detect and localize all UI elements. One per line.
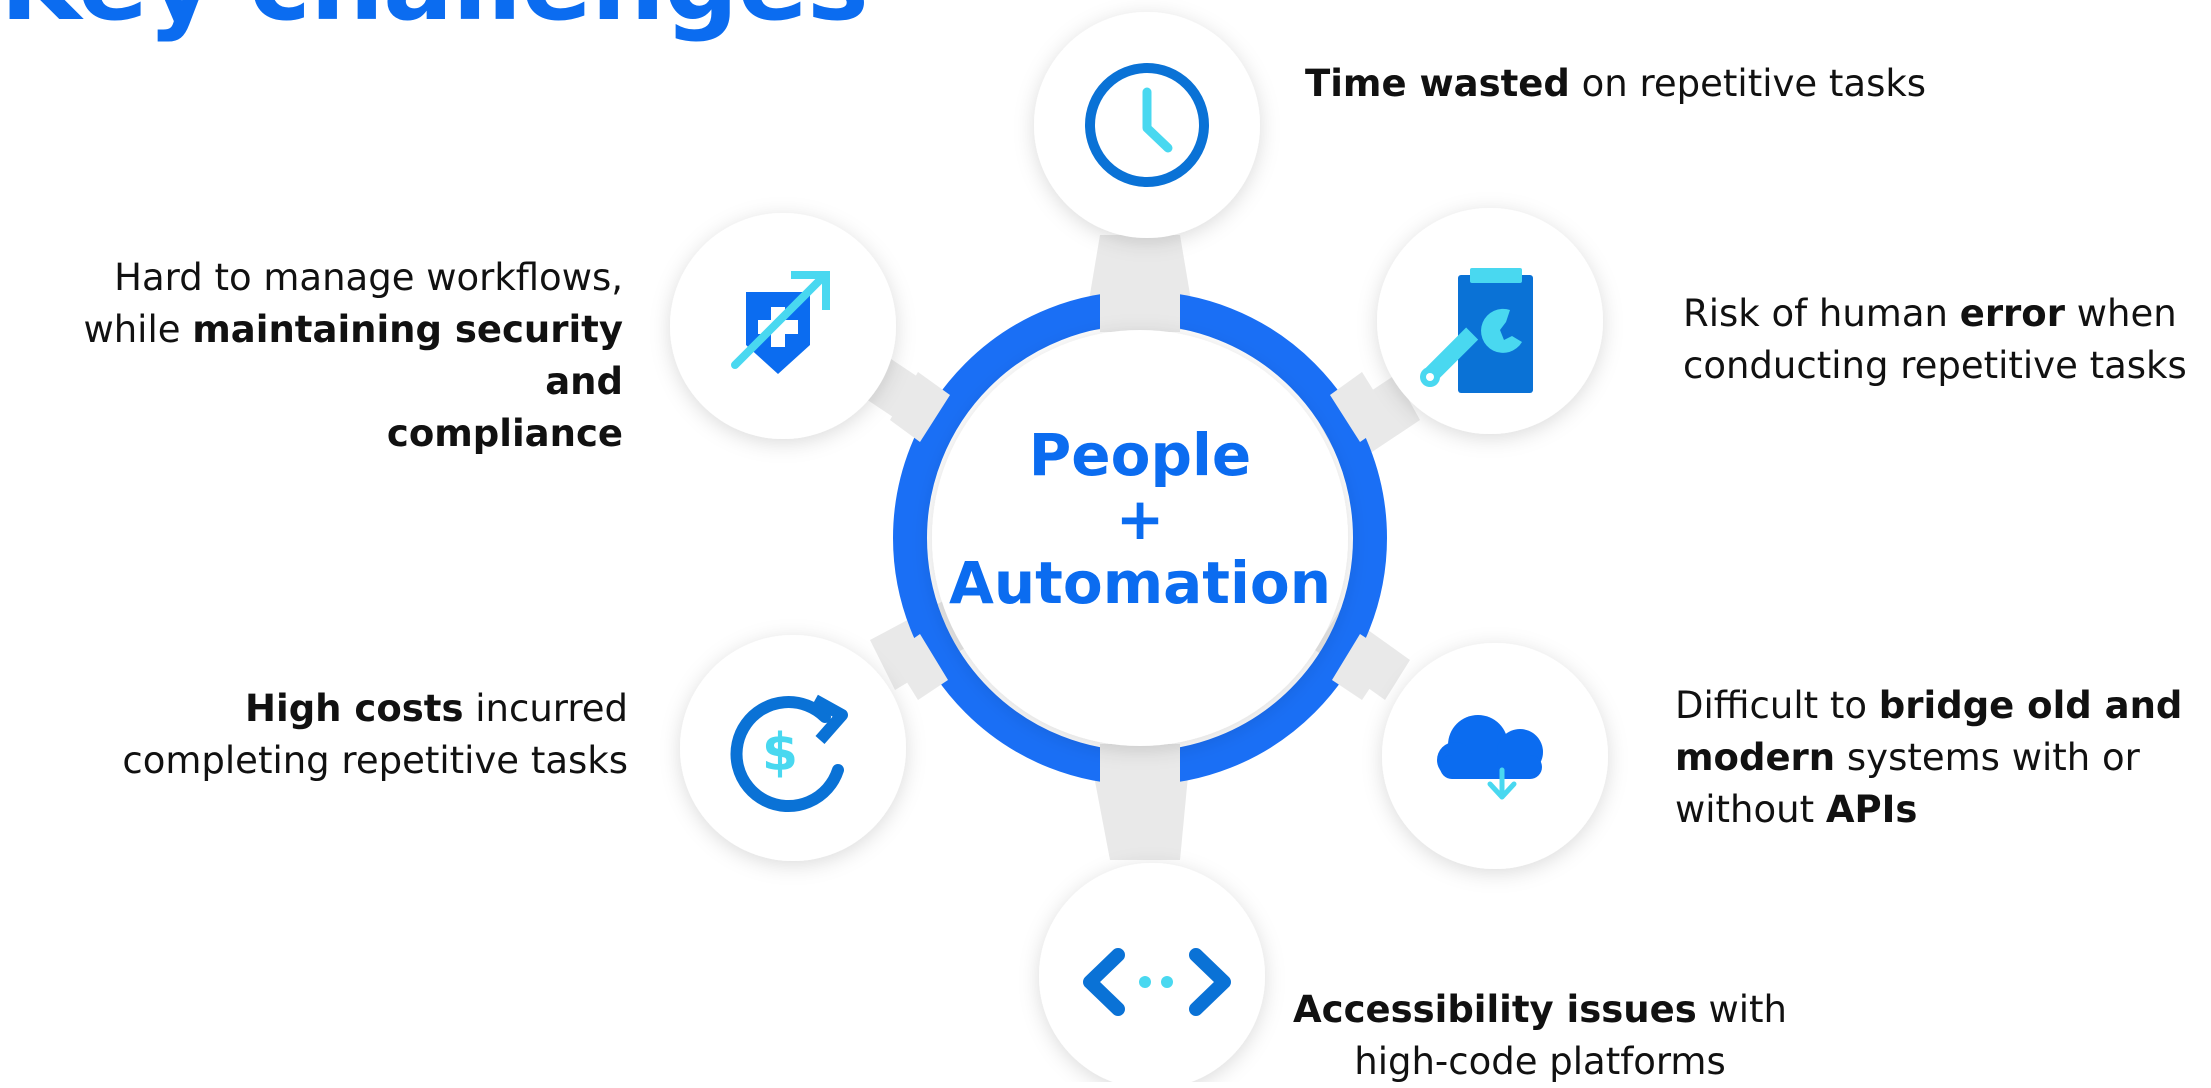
caption-apis-line3pre: without (1675, 788, 1826, 831)
caption-access-line2: high-code platforms (1354, 1040, 1726, 1083)
node-costs (680, 635, 906, 861)
caption-access: Accessibility issues with high-code plat… (1280, 984, 1800, 1088)
ring-gaps (890, 288, 1392, 788)
ring-gap-upper-right (1330, 372, 1392, 442)
caption-error: Risk of human error when conducting repe… (1683, 288, 2203, 392)
dollar-refresh-icon: $ (730, 694, 848, 813)
caption-costs-bold: High costs (245, 687, 464, 730)
caption-error-bold: error (1959, 292, 2065, 335)
caption-apis-bold3: APIs (1825, 788, 1918, 831)
caption-costs-rest: incurred (463, 687, 628, 730)
node-access (1039, 863, 1265, 1082)
hub-label-line3: Automation (948, 549, 1332, 617)
caption-costs-line2: completing repetitive tasks (122, 739, 628, 782)
hub-label-line1: People (1028, 421, 1252, 489)
hub-label-line2: + (1115, 485, 1165, 553)
caption-costs: High costs incurred completing repetitiv… (40, 683, 628, 787)
caption-error-post: when (2064, 292, 2177, 335)
caption-time-bold: Time wasted (1305, 62, 1570, 105)
cloud-download-icon (1437, 715, 1543, 800)
caption-apis-pre: Difficult to (1675, 684, 1879, 727)
clipboard-wrench-icon (1420, 268, 1533, 393)
caption-access-rest: with (1696, 988, 1787, 1031)
hub-label: People + Automation (935, 423, 1345, 615)
ring-gap-bottom (1100, 744, 1180, 788)
caption-security-line1: Hard to manage workflows, (114, 256, 623, 299)
caption-apis: Difficult to bridge old and modern syste… (1675, 680, 2195, 836)
caption-security-bold1: maintaining security and (192, 308, 623, 403)
caption-access-bold: Accessibility issues (1293, 988, 1697, 1031)
shield-arrow-icon (731, 271, 830, 374)
code-brackets-icon (1083, 948, 1231, 1016)
ring-gap-upper-left (890, 372, 950, 442)
hub-center (932, 330, 1348, 746)
caption-apis-bold1: bridge old and (1878, 684, 2183, 727)
caption-time-rest: on repetitive tasks (1569, 62, 1927, 105)
ring-gap-top (1100, 288, 1180, 332)
caption-apis-bold2: modern (1675, 736, 1836, 779)
svg-text:$: $ (762, 723, 798, 783)
caption-apis-mid: systems with or (1835, 736, 2140, 779)
slide-title: Key challenges (0, 0, 869, 44)
clock-icon (1085, 63, 1209, 187)
caption-time: Time wasted on repetitive tasks (1305, 58, 2005, 110)
ring-gap-lower-left (890, 634, 948, 700)
caption-security: Hard to manage workflows, while maintain… (0, 252, 623, 460)
caption-security-bold2: compliance (386, 412, 623, 455)
ring-gap-lower-right (1332, 634, 1392, 700)
caption-error-pre: Risk of human (1683, 292, 1960, 335)
caption-error-line2: conducting repetitive tasks (1683, 344, 2187, 387)
caption-security-pre: while (83, 308, 193, 351)
